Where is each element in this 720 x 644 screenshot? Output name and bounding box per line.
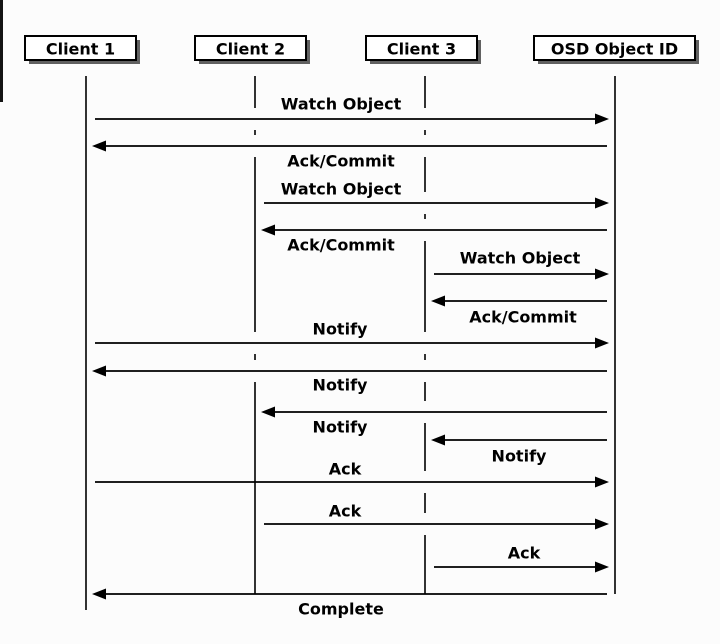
message-label: Ack/Commit — [287, 236, 395, 255]
participant-label-client1: Client 1 — [46, 40, 115, 59]
message-label: Notify — [313, 320, 368, 339]
message-label: Ack/Commit — [287, 152, 395, 171]
message-label: Notify — [313, 376, 368, 395]
message-label: Ack — [329, 502, 362, 521]
participant-box-client2 — [194, 35, 307, 61]
participant-label-client3: Client 3 — [387, 40, 456, 59]
arrowhead-left — [92, 140, 106, 152]
participant-box-client3 — [365, 35, 478, 61]
arrowhead-right — [595, 197, 609, 209]
arrowhead-left — [261, 224, 275, 236]
message-label: Ack — [508, 544, 541, 563]
arrowhead-right — [595, 113, 609, 125]
arrowhead-right — [595, 268, 609, 280]
message-label: Notify — [313, 418, 368, 437]
arrowhead-right — [595, 518, 609, 530]
message-label: Watch Object — [281, 95, 402, 114]
message-label: Ack — [329, 460, 362, 479]
arrowhead-right — [595, 337, 609, 349]
participant-label-osd: OSD Object ID — [551, 40, 678, 59]
message-label: Watch Object — [460, 249, 581, 268]
message-label: Ack/Commit — [469, 308, 577, 327]
arrowhead-left — [261, 406, 275, 418]
participant-box-client1 — [24, 35, 137, 61]
participant-label-client2: Client 2 — [216, 40, 285, 59]
message-label: Watch Object — [281, 180, 402, 199]
arrowhead-left — [431, 295, 445, 307]
message-label: Complete — [298, 600, 384, 619]
arrowhead-right — [595, 476, 609, 488]
arrowhead-left — [431, 434, 445, 446]
participant-box-osd — [533, 35, 696, 61]
arrowhead-left — [92, 365, 106, 377]
arrowhead-left — [92, 588, 106, 600]
screen-edge-artifact — [0, 0, 3, 102]
message-label: Notify — [492, 447, 547, 466]
arrowhead-right — [595, 561, 609, 573]
